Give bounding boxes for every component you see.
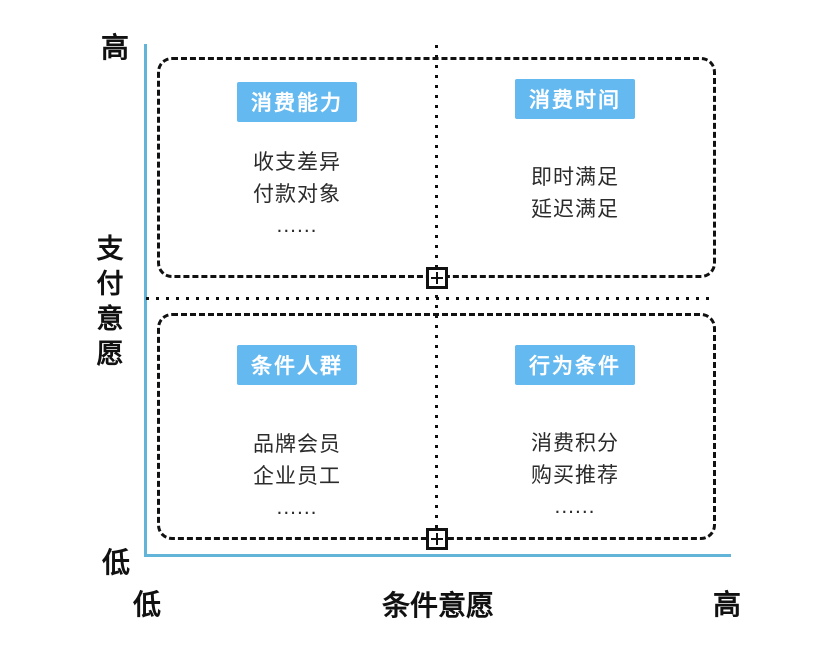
quadrant-item: 企业员工: [253, 464, 341, 488]
x-axis-high-label: 高: [712, 589, 742, 620]
quadrant-item-list: 收支差异 付款对象 ......: [253, 147, 341, 242]
y-axis-title: 支付意愿: [92, 234, 123, 374]
quadrant-top-right: 消费时间 即时满足 延迟满足: [436, 60, 714, 225]
quadrant-item-ellipsis: ......: [276, 496, 318, 519]
quadrant-item-ellipsis: ......: [554, 495, 596, 518]
quadrant-item: 购买推荐: [531, 463, 619, 487]
horizontal-dotted-divider: [146, 297, 716, 300]
quadrant-item: 即时满足: [531, 166, 619, 189]
y-axis-line: [144, 44, 147, 557]
quadrant-item: 延迟满足: [531, 197, 619, 221]
quadrant-item-list: 即时满足 延迟满足: [531, 162, 619, 225]
x-axis-low-label: 低: [132, 589, 162, 620]
quadrant-title-badge: 条件人群: [237, 345, 357, 385]
quadrant-title-badge: 消费时间: [515, 79, 635, 119]
quadrant-item: 消费积分: [531, 432, 619, 455]
x-axis-title: 条件意愿: [381, 590, 495, 621]
expand-plus-marker-lower[interactable]: [426, 528, 448, 550]
quadrant-title-badge: 消费能力: [237, 82, 357, 122]
quadrant-bottom-left: 条件人群 品牌会员 企业员工 ......: [158, 316, 436, 524]
quadrant-item-list: 消费积分 购买推荐 ......: [531, 428, 619, 523]
quadrant-item: 品牌会员: [253, 433, 341, 456]
quadrant-title-badge: 行为条件: [515, 345, 635, 385]
quadrant-top-left: 消费能力 收支差异 付款对象 ......: [158, 60, 436, 242]
quadrant-item: 收支差异: [253, 151, 341, 174]
quadrant-item-ellipsis: ......: [276, 214, 318, 237]
quadrant-bottom-right: 行为条件 消费积分 购买推荐 ......: [436, 316, 714, 523]
y-axis-high-label: 高: [100, 32, 130, 63]
x-axis-line: [144, 554, 731, 557]
y-axis-low-label: 低: [101, 547, 131, 578]
quadrant-item-list: 品牌会员 企业员工 ......: [253, 429, 341, 524]
expand-plus-marker-upper[interactable]: [426, 267, 448, 289]
quadrant-item: 付款对象: [253, 182, 341, 206]
